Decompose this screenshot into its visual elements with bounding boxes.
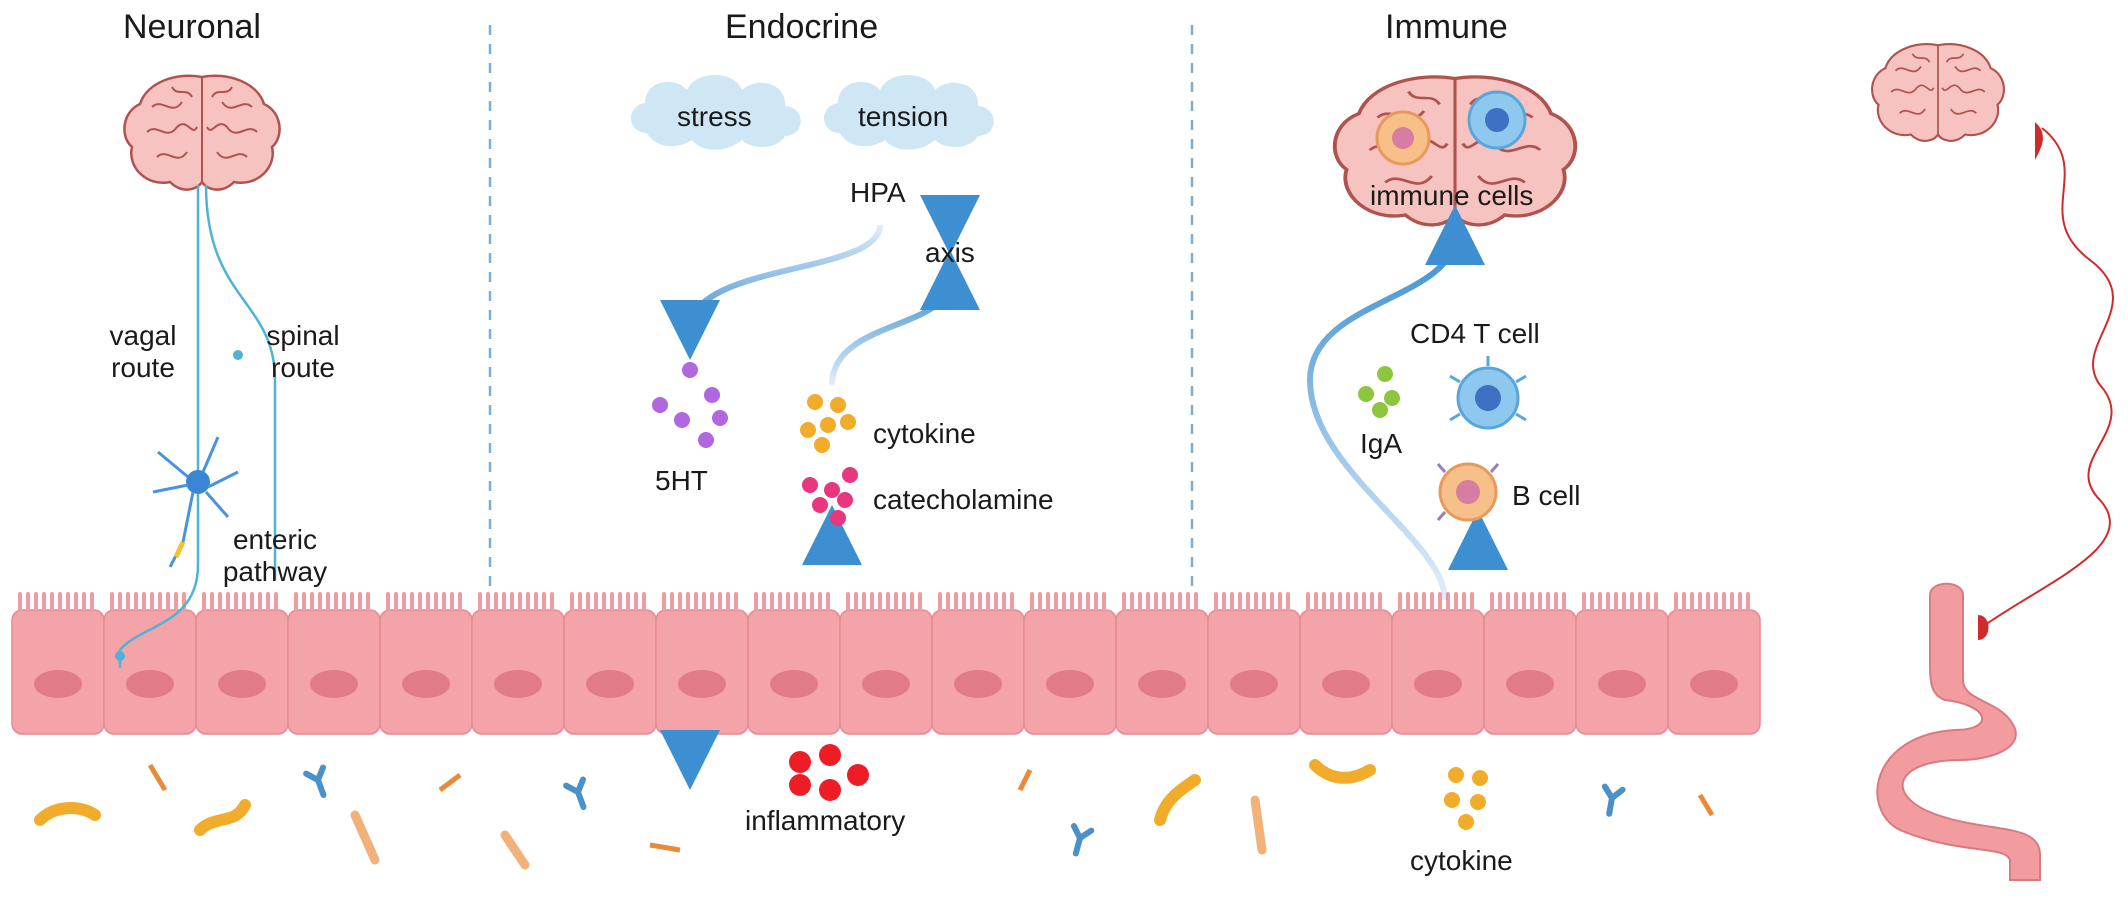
vagal-route-nerve [118,185,200,668]
epithelial-cell [563,609,657,735]
epithelial-cell [471,609,565,735]
cytokine-to-brain-arrow [1306,205,1485,601]
tension-label: tension [858,101,949,132]
epithelial-cell [1023,609,1117,735]
stress-label: stress [677,101,752,132]
spinal-route-line2: route [271,352,335,384]
immune-heading: Immune [1385,8,1508,46]
cytokine-label-endocrine: cytokine [873,418,976,449]
cytokine-particles-immune [1444,767,1488,830]
epithelial-cell [1115,609,1209,735]
epithelial-cell [931,609,1025,735]
hpa-to-5ht-arrow [660,224,883,360]
hpa-label: HPA [850,177,906,208]
inflammatory-label: inflammatory [745,805,906,836]
brain-nerve-ending [2035,122,2043,160]
epithelial-cell [655,609,749,735]
catecholamine-label: catecholamine [873,484,1054,515]
brain-neuronal-icon [123,74,281,191]
spinal-ganglion [233,350,243,360]
epithelial-cell [1391,609,1485,735]
epithelial-cell [839,609,933,735]
cytokine-to-axis-arrow [829,250,980,386]
spinal-route-label: spinal route [258,320,348,384]
epithelial-cell [379,609,473,735]
inflammatory-particles [789,744,869,801]
spinal-route-line1: spinal [266,320,340,351]
cytokine-particles-endocrine [800,394,856,453]
enteric-line1: enteric [232,524,318,555]
immune-brain-cells [1375,90,1527,166]
5ht-label: 5HT [655,465,708,496]
epithelial-cell [11,609,105,735]
lumen-antibodies [306,768,1622,856]
epithelial-cell [1575,609,1669,735]
catecholamine-particles [802,467,858,526]
axis-label: axis [925,237,975,268]
immune-cells-label: immune cells [1370,180,1534,211]
brain-right-icon [1871,43,2005,143]
5ht-particles [652,362,728,448]
cytokine-label-immune: cytokine [1410,845,1513,876]
neuronal-heading: Neuronal [123,8,261,46]
epithelial-cell [287,609,381,735]
vagal-terminal [115,651,125,661]
vagal-route-line2: route [111,352,175,384]
iga-label: IgA [1360,428,1403,459]
epithelial-cell [1483,609,1577,735]
epithelial-cell [195,609,289,735]
gut-nerve-ending [1978,615,1989,640]
epithelial-cell [1207,609,1301,735]
b-cell-label: B cell [1512,480,1581,511]
spinal-route-nerve [204,184,277,580]
epithelial-cell [1299,609,1393,735]
vagal-route-label: vagal route [103,320,183,384]
intestine-icon [1876,582,2041,881]
enteric-line2: pathway [222,556,328,588]
iga-particles [1358,366,1400,418]
b-cell-icon [1436,462,1500,522]
enteric-neuron-icon [152,436,239,568]
endocrine-heading: Endocrine [725,8,879,46]
enteric-pathway-label: enteric pathway [220,524,330,588]
cd4-t-cell-icon [1449,356,1527,430]
vagal-route-line1: vagal [109,320,177,351]
epithelium-layer [11,592,1761,735]
cd4-t-cell-label: CD4 T cell [1410,318,1540,349]
epithelial-cell [1667,609,1761,735]
epithelial-cell [747,609,841,735]
lumen-microbes [34,759,1715,870]
gut-brain-nerve [1984,127,2114,626]
